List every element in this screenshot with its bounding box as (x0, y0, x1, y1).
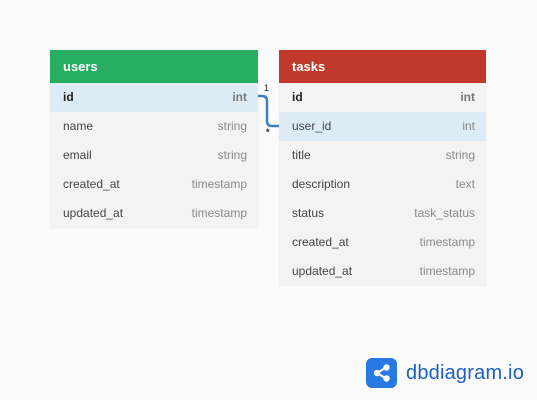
field-type: int (460, 90, 475, 104)
table-users[interactable]: users id int name string email string cr… (50, 50, 258, 228)
field-name: title (292, 148, 311, 162)
field-type: timestamp (419, 235, 475, 249)
field-name: updated_at (63, 206, 124, 220)
table-header-users[interactable]: users (50, 50, 258, 83)
field-row-users-id[interactable]: id int (50, 83, 258, 112)
field-name: email (63, 148, 92, 162)
field-row-tasks-updated-at[interactable]: updated_at timestamp (279, 257, 486, 286)
field-type: timestamp (191, 206, 247, 220)
field-name: id (292, 90, 303, 104)
field-type: string (445, 148, 475, 162)
field-type: task_status (414, 206, 475, 220)
field-type: timestamp (419, 264, 475, 278)
field-name: created_at (292, 235, 349, 249)
field-row-users-created-at[interactable]: created_at timestamp (50, 170, 258, 199)
field-row-users-updated-at[interactable]: updated_at timestamp (50, 199, 258, 228)
relationship-line[interactable] (258, 94, 279, 128)
field-name: updated_at (292, 264, 353, 278)
dbdiagram-logo[interactable]: dbdiagram.io (366, 358, 524, 388)
field-row-tasks-title[interactable]: title string (279, 141, 486, 170)
field-name: id (63, 90, 74, 104)
share-nodes-icon (366, 358, 397, 388)
field-row-tasks-created-at[interactable]: created_at timestamp (279, 228, 486, 257)
field-type: timestamp (191, 177, 247, 191)
table-header-tasks[interactable]: tasks (279, 50, 486, 83)
field-name: user_id (292, 119, 332, 133)
field-name: created_at (63, 177, 120, 191)
cardinality-many-label: * (266, 127, 270, 137)
field-type: int (462, 119, 475, 133)
field-row-users-email[interactable]: email string (50, 141, 258, 170)
field-row-tasks-status[interactable]: status task_status (279, 199, 486, 228)
field-name: status (292, 206, 325, 220)
field-name: description (292, 177, 351, 191)
field-type: string (217, 119, 247, 133)
field-type: int (232, 90, 247, 104)
table-tasks[interactable]: tasks id int user_id int title string de… (279, 50, 486, 286)
field-type: text (455, 177, 475, 191)
field-name: name (63, 119, 94, 133)
field-row-tasks-user-id[interactable]: user_id int (279, 112, 486, 141)
field-row-tasks-description[interactable]: description text (279, 170, 486, 199)
field-row-tasks-id[interactable]: id int (279, 83, 486, 112)
field-type: string (217, 148, 247, 162)
field-row-users-name[interactable]: name string (50, 112, 258, 141)
cardinality-one-label: 1 (264, 83, 270, 93)
logo-text: dbdiagram.io (406, 361, 525, 384)
